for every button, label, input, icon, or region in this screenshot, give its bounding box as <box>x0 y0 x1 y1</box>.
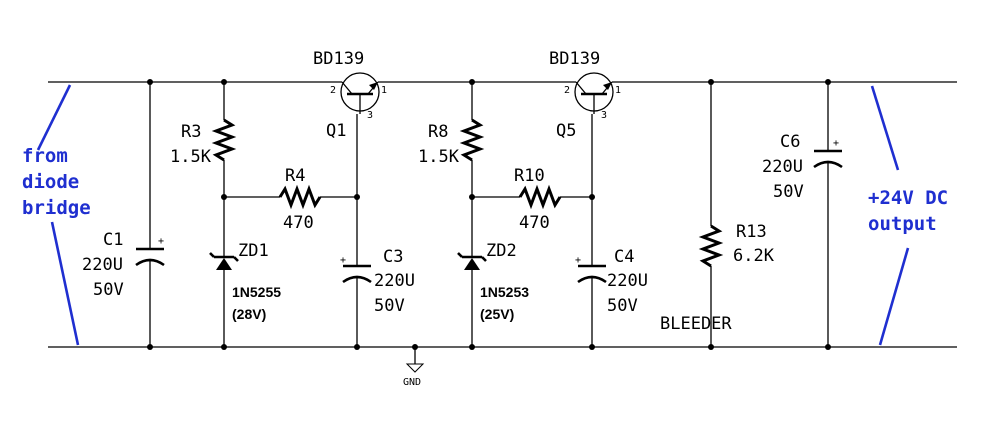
q1-type: BD139 <box>313 49 364 69</box>
q1-pin-1: 1 <box>381 85 387 96</box>
q1-pin-3: 3 <box>367 110 373 121</box>
r3-value: 1.5K <box>170 147 212 167</box>
zd1-ref: ZD1 <box>238 241 269 261</box>
zd2-rating: (25V) <box>480 306 514 322</box>
c3-voltage: 50V <box>374 296 405 316</box>
r13-value: 6.2K <box>733 246 775 266</box>
c4-plus: + <box>575 255 581 266</box>
r3-ref: R3 <box>181 122 201 142</box>
c3-value: 220U <box>374 271 415 291</box>
input-note-line-2: diode <box>22 171 79 193</box>
resistor-r3: R3 1.5K <box>170 82 237 197</box>
r10-ref: R10 <box>514 166 545 186</box>
c6-value: 220U <box>762 157 803 177</box>
c1-voltage: 50V <box>93 280 124 300</box>
input-note-line-3: bridge <box>22 197 91 219</box>
r13-note: BLEEDER <box>660 314 732 334</box>
gnd-label: GND <box>403 377 421 388</box>
transistor-q5: BD139 2 1 3 Q5 <box>549 49 621 141</box>
r8-ref: R8 <box>428 122 448 142</box>
q5-type: BD139 <box>549 49 600 69</box>
r8-value: 1.5K <box>418 147 460 167</box>
q5-pin-3: 3 <box>601 110 607 121</box>
input-note-line-1: from <box>22 145 68 167</box>
zd1-rating: (28V) <box>232 306 266 322</box>
resistor-r10: R10 470 <box>472 166 592 233</box>
capacitor-c1: + C1 220U 50V <box>82 82 165 347</box>
c1-value: 220U <box>82 255 123 275</box>
output-note-line-1: +24V DC <box>868 187 948 209</box>
c6-plus: + <box>833 138 839 149</box>
transistor-q1: BD139 2 1 3 Q1 <box>313 49 387 141</box>
zd2-ref: ZD2 <box>486 241 517 261</box>
r4-ref: R4 <box>285 166 305 186</box>
ground-symbol: GND <box>403 347 425 388</box>
resistor-r4: R4 470 <box>224 166 357 233</box>
q1-pin-2: 2 <box>330 85 336 96</box>
capacitor-c4: + C4 220U 50V <box>575 114 648 347</box>
capacitor-c6: + C6 220U 50V <box>762 82 843 347</box>
zener-zd1: ZD1 1N5255 (28V) <box>209 197 281 347</box>
junctions <box>147 79 831 350</box>
c1-ref: C1 <box>103 230 123 250</box>
capacitor-c3: + C3 220U 50V <box>340 114 415 347</box>
q1-ref: Q1 <box>326 121 346 141</box>
resistor-r13: R13 6.2K BLEEDER <box>660 82 775 347</box>
q5-pin-2: 2 <box>564 85 570 96</box>
output-note: +24V DC output <box>868 85 948 346</box>
zd1-part: 1N5255 <box>232 284 281 300</box>
output-note-line-2: output <box>868 213 937 235</box>
zener-zd2: ZD2 1N5253 (25V) <box>457 197 529 347</box>
c3-ref: C3 <box>383 247 403 267</box>
c6-ref: C6 <box>780 132 800 152</box>
c3-plus: + <box>340 255 346 266</box>
c4-ref: C4 <box>614 247 634 267</box>
r10-value: 470 <box>519 213 550 233</box>
input-note: from diode bridge <box>22 84 91 346</box>
c6-voltage: 50V <box>773 182 804 202</box>
r13-ref: R13 <box>736 222 767 242</box>
c1-plus: + <box>158 236 164 247</box>
zd2-part: 1N5253 <box>480 284 529 300</box>
q5-ref: Q5 <box>556 121 576 141</box>
r4-value: 470 <box>283 213 314 233</box>
resistor-r8: R8 1.5K <box>418 82 485 197</box>
c4-voltage: 50V <box>607 296 638 316</box>
c4-value: 220U <box>607 271 648 291</box>
q5-pin-1: 1 <box>615 85 621 96</box>
